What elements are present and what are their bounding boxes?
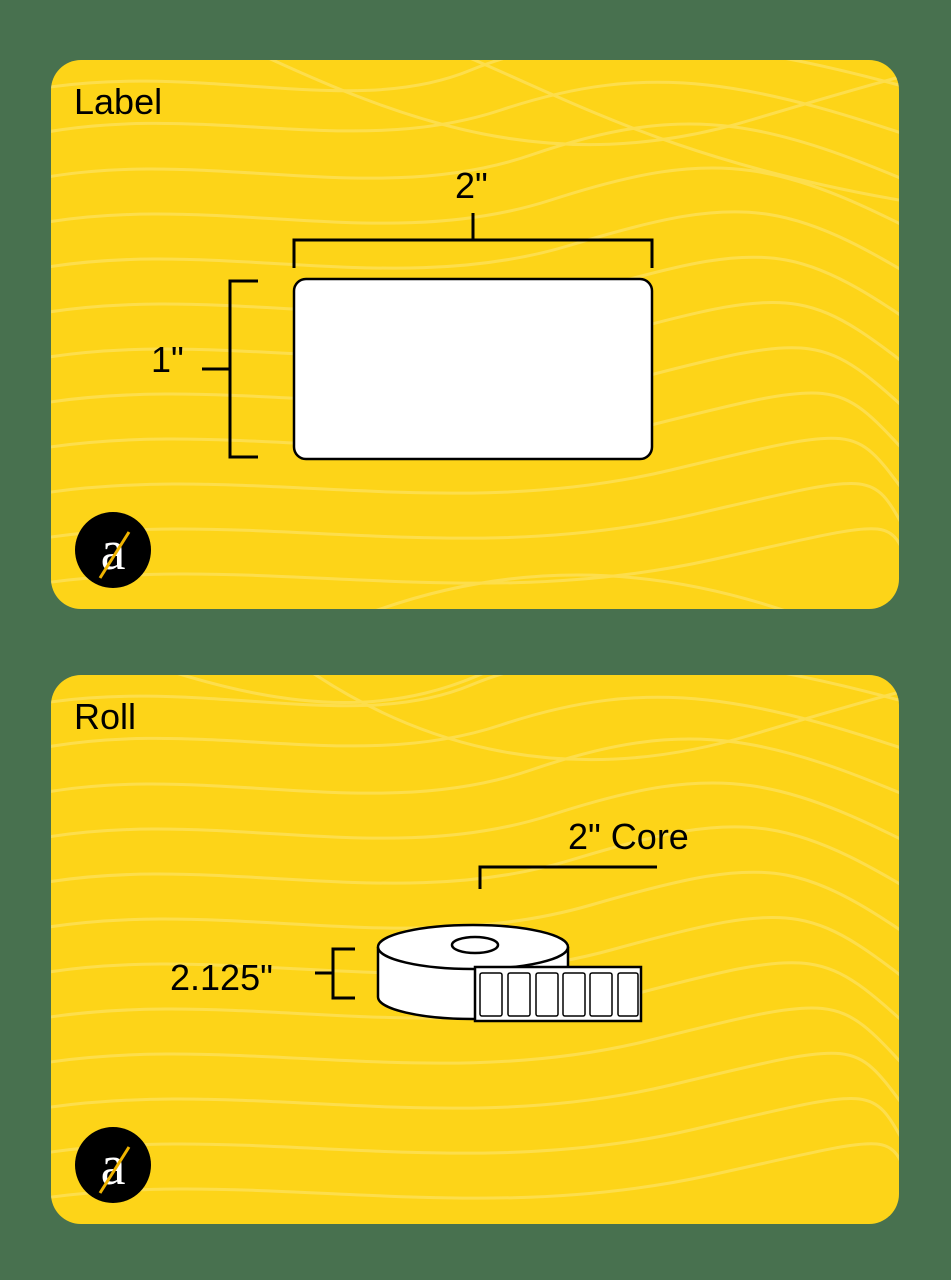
label-shape (292, 277, 654, 461)
brand-a-icon: a (98, 520, 131, 582)
roll-dimension-drawing (315, 865, 657, 1023)
card-title: Label (74, 81, 163, 122)
label-card: Label 2" 1" a (51, 60, 899, 609)
core-leader-line (478, 865, 657, 889)
roll-width-dimension: 2.125" (170, 957, 273, 998)
brand-logo: a (75, 1127, 151, 1203)
height-dimension: 1" (151, 339, 184, 380)
roll-card: Roll 2" Core 2.125" (51, 675, 899, 1224)
width-dimension: 2" (455, 165, 488, 206)
height-bracket (202, 279, 258, 459)
core-hole (450, 935, 500, 955)
wave-pattern (51, 675, 899, 1200)
brand-a-icon: a (98, 1135, 131, 1197)
roll-width-bracket (315, 947, 355, 1000)
card-title: Roll (74, 696, 137, 737)
width-bracket (292, 213, 654, 268)
label-dimension-drawing (202, 213, 654, 461)
roll-illustration (376, 923, 643, 1023)
core-dimension: 2" Core (568, 816, 689, 857)
brand-logo: a (75, 512, 151, 588)
